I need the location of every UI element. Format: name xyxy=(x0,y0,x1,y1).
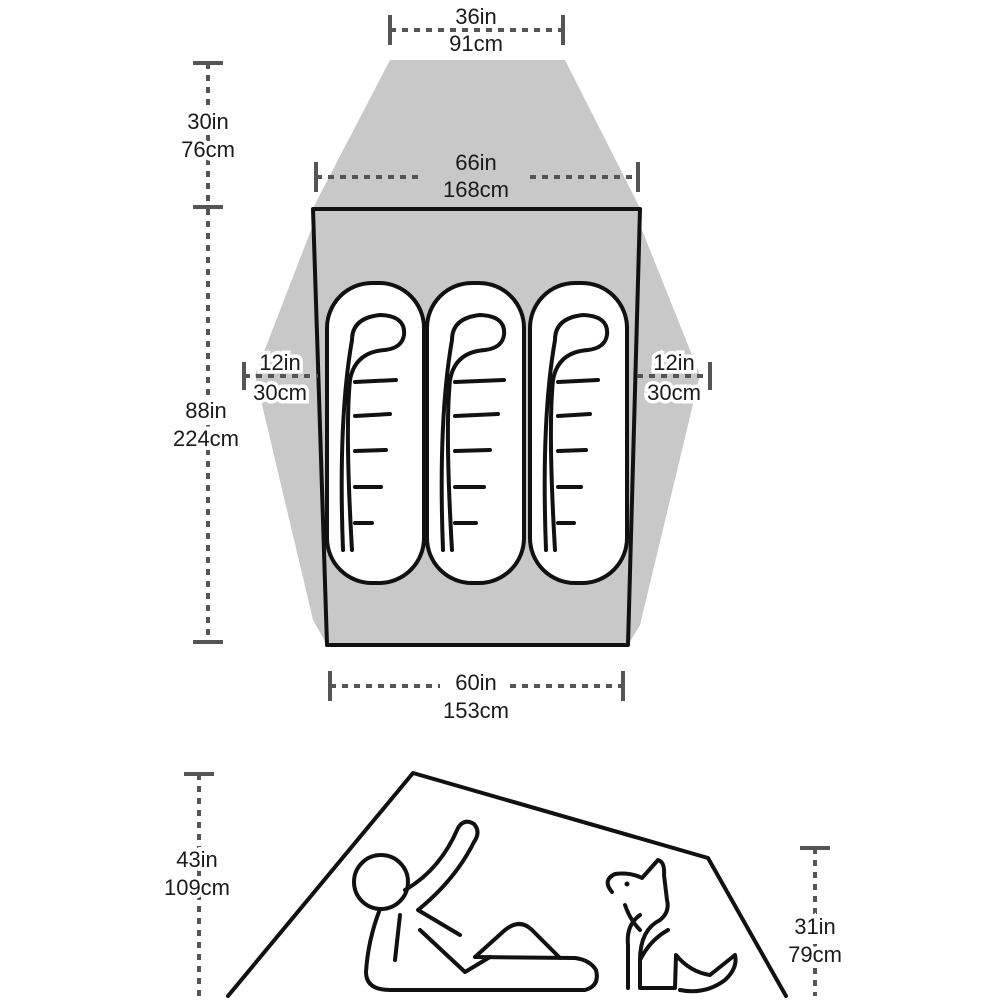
peak-height-in: 43in xyxy=(176,847,218,872)
dimension-right-vestibule: 12in 30cm xyxy=(637,347,712,409)
foot-width-cm: 153cm xyxy=(443,698,509,723)
dimension-foot-height: 31in 79cm xyxy=(784,846,846,996)
dimension-peak-width: 36in 91cm xyxy=(388,4,565,56)
tent-floor xyxy=(311,207,642,647)
sleeping-bag-2 xyxy=(425,281,526,585)
sleeping-bag-3 xyxy=(528,281,629,585)
sleeping-bag-1 xyxy=(325,281,426,585)
head-width-cm: 168cm xyxy=(443,177,509,202)
foot-height-cm: 79cm xyxy=(788,942,842,967)
right-vestibule-in: 12in xyxy=(653,350,695,375)
head-width-in: 66in xyxy=(455,150,497,175)
floor-length-cm: 224cm xyxy=(173,426,239,451)
dimension-peak-height: 43in 109cm xyxy=(160,772,234,996)
person-icon xyxy=(352,819,599,992)
tent-side-profile xyxy=(226,771,788,998)
dimension-left-vestibule: 12in 30cm xyxy=(242,347,318,409)
dimension-vestibule-depth: 30in 76cm xyxy=(177,61,239,209)
dimension-foot-width: 60in 153cm xyxy=(328,670,625,723)
dimension-floor-length: 88in 224cm xyxy=(169,209,243,644)
side-view: 43in 109cm 31in 79cm xyxy=(160,771,846,998)
right-vestibule-cm: 30cm xyxy=(647,380,701,405)
left-vestibule-in: 12in xyxy=(259,350,301,375)
foot-width-in: 60in xyxy=(455,670,497,695)
peak-width-in: 36in xyxy=(455,4,497,29)
peak-width-cm: 91cm xyxy=(449,31,503,56)
left-vestibule-cm: 30cm xyxy=(253,380,307,405)
top-view: 36in 91cm 30in 76cm 66in 168cm 88in 224c… xyxy=(169,4,712,723)
vestibule-depth-in: 30in xyxy=(187,109,229,134)
floor-length-in: 88in xyxy=(185,398,227,423)
dog-icon xyxy=(605,858,738,994)
peak-height-cm: 109cm xyxy=(164,875,230,900)
foot-height-in: 31in xyxy=(794,914,836,939)
vestibule-depth-cm: 76cm xyxy=(181,137,235,162)
dimension-head-width: 66in 168cm xyxy=(314,150,640,202)
